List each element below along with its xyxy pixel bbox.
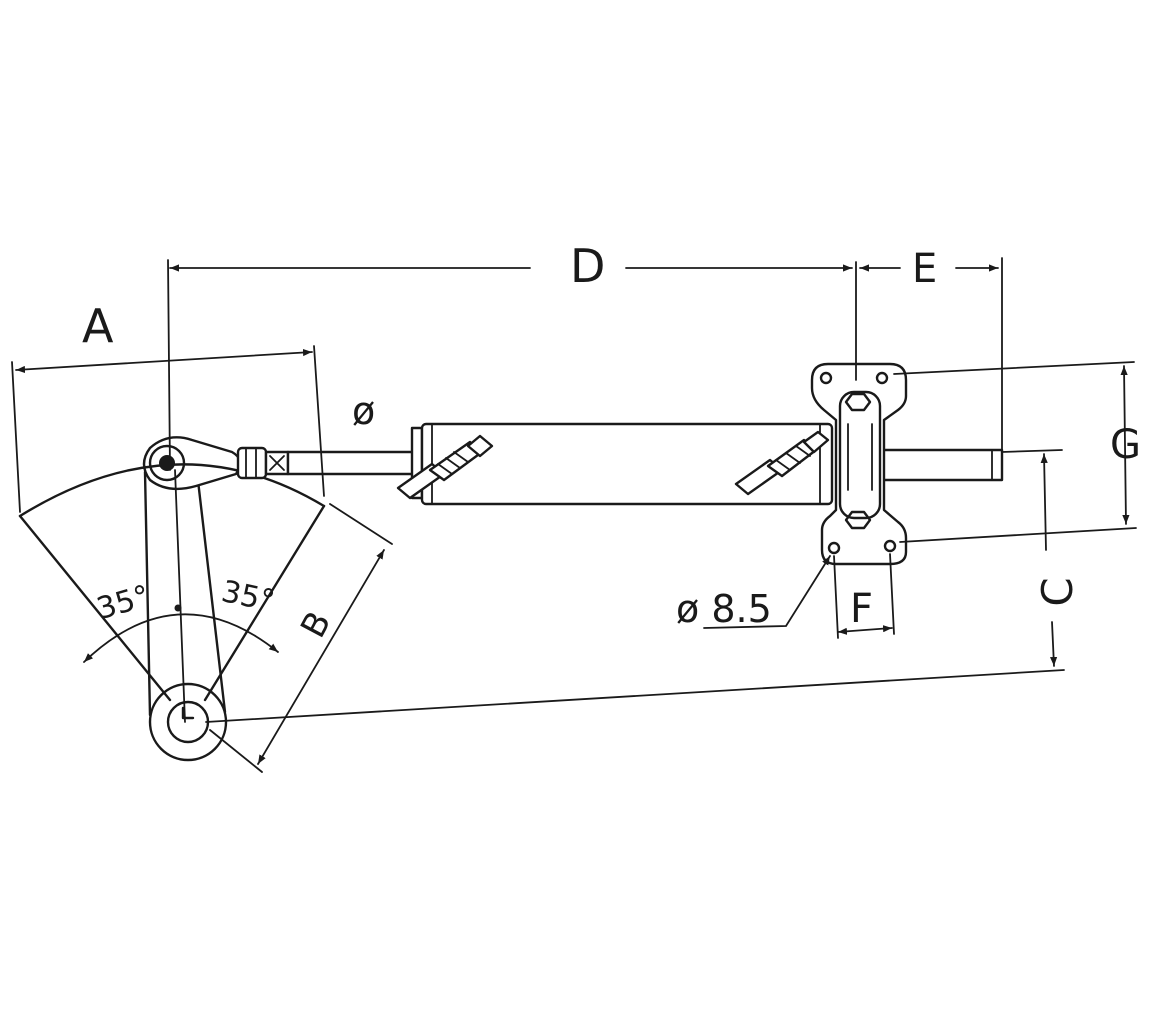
rudder-stock-hub — [148, 682, 228, 762]
tiller-centerline — [174, 469, 186, 723]
label-a: A — [82, 299, 114, 353]
b-extension-top — [329, 503, 393, 545]
g-extension-bottom — [899, 527, 1137, 543]
left-hose-fitting — [396, 434, 494, 500]
f-extension-right — [889, 553, 895, 635]
sector-left-edge — [18, 514, 172, 702]
a-extension-left — [11, 361, 21, 513]
label-c: C — [1033, 577, 1082, 606]
arc-center-point — [174, 604, 182, 612]
cylinder-assembly — [236, 362, 1004, 566]
dimension-lines — [11, 257, 1137, 773]
tiller-assembly — [142, 436, 242, 762]
g-extension-top — [893, 361, 1135, 375]
b-dimension-line — [257, 549, 385, 765]
c-dimension-line-bottom — [1049, 621, 1058, 667]
rear-rod — [878, 448, 1004, 482]
c-extension-bottom — [205, 669, 1065, 723]
hole-leader — [703, 555, 831, 629]
c-dimension-line-top — [1040, 453, 1048, 551]
tiller-pin — [159, 455, 175, 471]
f-dimension-line — [837, 625, 893, 635]
mount-hole-top-right — [875, 371, 889, 385]
label-g: G — [1110, 422, 1141, 468]
a-dimension-line — [15, 348, 313, 374]
mount-hole-bottom-left — [827, 541, 841, 555]
tiller-arm-right-edge — [195, 470, 227, 714]
tiller-eye — [148, 444, 186, 482]
clevis-nut-top — [844, 392, 872, 412]
right-hose-fitting — [734, 430, 830, 496]
rudder-stock-key — [181, 706, 195, 720]
mount-hole-bottom-right — [883, 539, 897, 553]
label-angle-right: 35° — [218, 574, 277, 619]
angle-arc — [83, 613, 279, 663]
a-extension-right — [313, 345, 325, 497]
mount-hole-top-left — [819, 371, 833, 385]
label-d: D — [570, 239, 605, 293]
rudder-stock-bore — [166, 700, 210, 744]
swing-sector — [18, 463, 326, 702]
rod-end-fitting — [236, 446, 268, 480]
clevis-block — [838, 390, 882, 520]
g-dimension-line — [1120, 365, 1130, 525]
clevis-nut-bottom — [844, 510, 872, 530]
cylinder-barrel — [420, 422, 834, 506]
f-extension-left — [833, 555, 839, 639]
b-extension-bottom — [209, 729, 263, 773]
label-hole-diameter: ø 8.5 — [676, 587, 772, 631]
label-diameter: ø — [352, 389, 375, 433]
label-angle-left: 35° — [93, 579, 154, 627]
piston-rod — [286, 450, 422, 476]
label-e: E — [912, 246, 937, 292]
c-extension-top — [1001, 449, 1063, 453]
sector-outer-arc — [18, 463, 326, 518]
label-f: F — [850, 586, 873, 632]
tiller-eye-plate — [142, 436, 242, 491]
